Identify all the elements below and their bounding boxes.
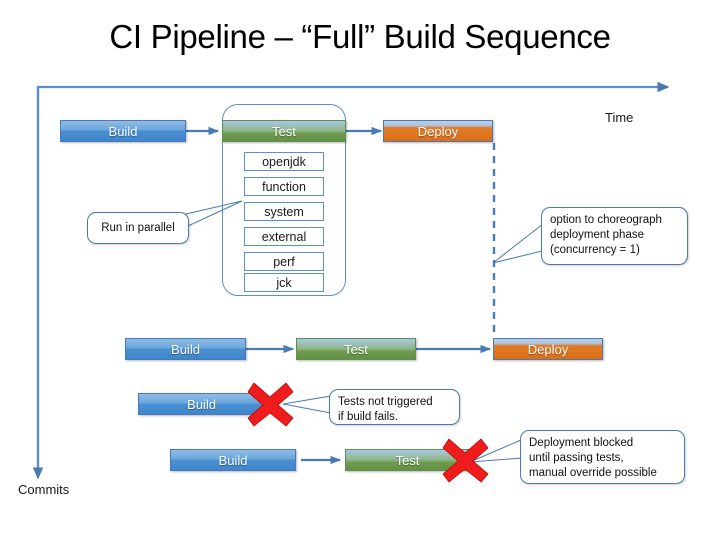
page-title: CI Pipeline – “Full” Build Sequence	[109, 18, 611, 55]
callout-tests-not-triggered: Tests not triggered if build fails.	[329, 389, 460, 425]
stage-deploy-row2[interactable]: Deploy	[493, 338, 603, 360]
callout-tail-choreograph	[492, 223, 547, 264]
test-item-label: external	[261, 229, 307, 244]
test-item-label: openjdk	[262, 154, 306, 169]
test-item-label: jck	[276, 275, 292, 290]
x-mark-deploy-blocked	[442, 438, 489, 483]
time-axis-label: Time	[605, 110, 634, 125]
test-item-label: function	[262, 179, 306, 194]
callout-line: if build fails.	[338, 411, 399, 423]
test-item-label: system	[264, 204, 304, 219]
stage-test-row2[interactable]: Test	[296, 338, 416, 360]
stage-build-row4[interactable]: Build	[170, 449, 296, 471]
stage-test-row4[interactable]: Test	[345, 449, 470, 471]
stage-build-row3[interactable]: Build	[138, 393, 265, 415]
callout-line: Run in parallel	[101, 221, 175, 234]
stage-label: Test	[344, 341, 368, 357]
stage-deploy-row1[interactable]: Deploy	[383, 120, 493, 142]
test-item-external[interactable]: external	[244, 227, 324, 246]
callout-line: option to choreograph	[550, 214, 662, 226]
callout-line: Deployment blocked	[529, 437, 634, 449]
stage-label: Test	[395, 452, 420, 468]
test-item-system[interactable]: system	[244, 202, 324, 221]
callout-line: manual override possible	[529, 467, 657, 479]
stage-label: Build	[171, 341, 200, 357]
stage-label: Build	[218, 452, 248, 468]
stage-label: Deploy	[417, 123, 459, 139]
callout-deployment-blocked: Deployment blocked until passing tests, …	[520, 430, 685, 484]
commits-axis-label: Commits	[18, 482, 70, 497]
stage-label: Build	[187, 396, 216, 412]
test-item-label: perf	[273, 254, 295, 269]
callout-line: deployment phase	[550, 229, 644, 241]
stage-build-row1[interactable]: Build	[60, 120, 186, 142]
stage-build-row2[interactable]: Build	[125, 338, 246, 360]
callout-run-in-parallel: Run in parallel	[87, 212, 189, 244]
parallel-test-group	[222, 104, 346, 296]
test-item-perf[interactable]: perf	[244, 252, 324, 271]
callout-choreograph: option to choreograph deployment phase (…	[541, 207, 688, 265]
stage-label: Deploy	[527, 341, 569, 357]
stage-test-row1[interactable]: Test	[222, 120, 346, 142]
x-mark-build-fails	[247, 382, 294, 427]
callout-line: (concurrency = 1)	[550, 244, 640, 256]
callout-line: Tests not triggered	[338, 396, 433, 408]
stage-label: Test	[272, 123, 296, 139]
test-item-openjdk[interactable]: openjdk	[244, 152, 324, 171]
test-item-function[interactable]: function	[244, 177, 324, 196]
stage-label: Build	[108, 123, 138, 139]
callout-line: until passing tests,	[529, 452, 624, 464]
test-item-jck[interactable]: jck	[244, 273, 324, 292]
